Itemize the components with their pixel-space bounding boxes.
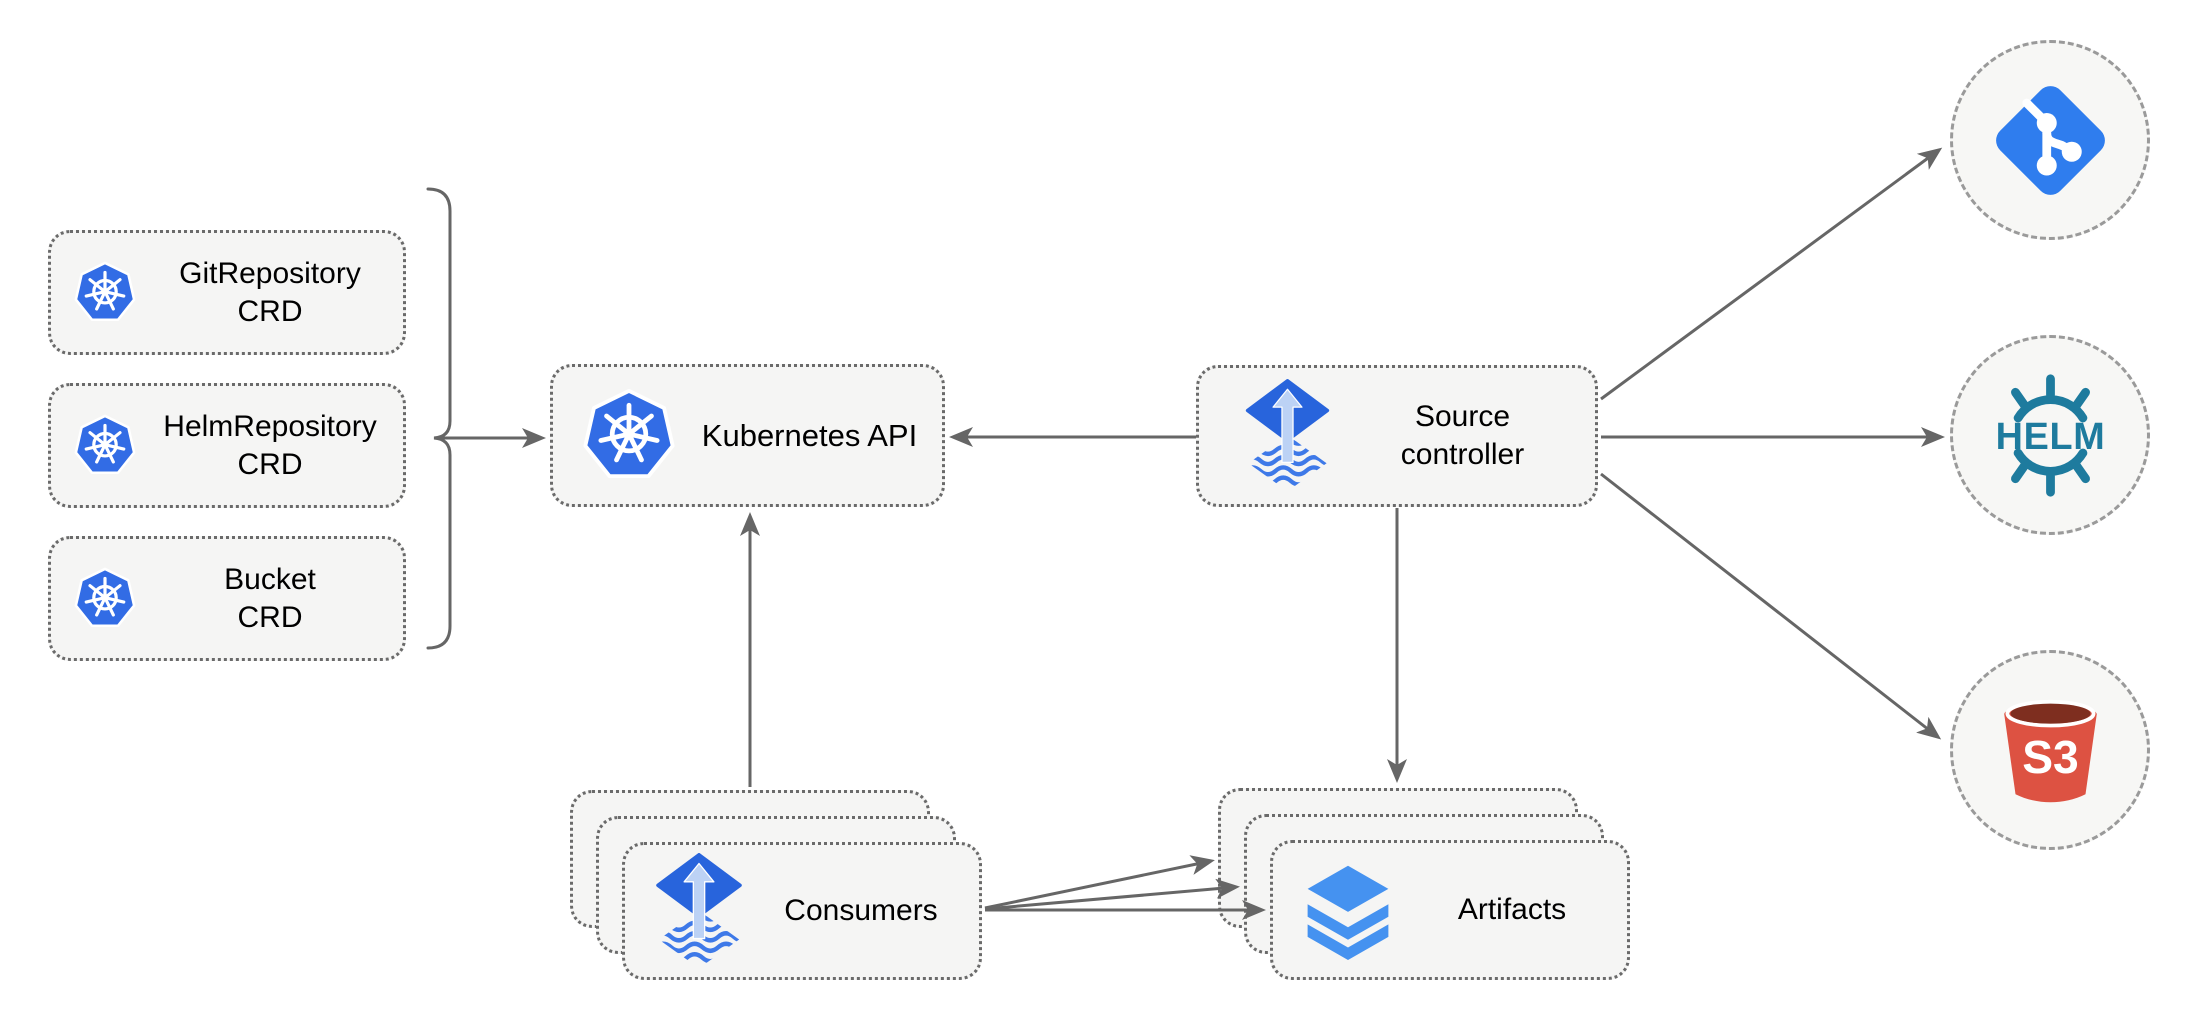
crd-group-bracket <box>426 187 452 650</box>
flux-icon <box>656 852 742 963</box>
kubernetes-icon <box>74 261 136 321</box>
s3-bucket-icon: S3 <box>2003 699 2097 802</box>
node-source-controller: Source controller <box>1196 365 1598 507</box>
node-helm-repository-crd: HelmRepository CRD <box>48 383 406 508</box>
edge-consumers-to-artifacts-1 <box>984 855 1215 910</box>
helm-wordmark: HELM <box>1995 416 2105 458</box>
node-label: Source controller <box>1400 400 1525 471</box>
node-label: Kubernetes API <box>701 417 918 453</box>
endpoint-git <box>1950 40 2150 240</box>
node-label: GitRepository CRD <box>179 256 361 328</box>
kubernetes-icon <box>583 388 675 478</box>
node-bucket-crd: Bucket CRD <box>48 536 406 661</box>
flux-icon <box>1245 379 1330 487</box>
edge-source-to-s3 <box>1600 472 1942 740</box>
kubernetes-icon <box>74 414 136 474</box>
node-label: HelmRepository CRD <box>163 409 377 481</box>
edge-consumers-to-artifacts-2 <box>984 878 1240 911</box>
node-label: Bucket CRD <box>224 562 316 634</box>
node-artifacts: Artifacts <box>1270 840 1630 980</box>
endpoint-helm: HELM <box>1950 335 2150 535</box>
node-consumers: Consumers <box>622 842 982 980</box>
helm-icon: HELM <box>1995 373 2105 497</box>
kubernetes-icon <box>74 567 136 627</box>
edge-source-to-git <box>1600 147 1943 401</box>
endpoint-s3: S3 <box>1950 650 2150 850</box>
layers-icon <box>1307 865 1389 960</box>
node-label: Artifacts <box>1457 893 1567 926</box>
node-label: Consumers <box>784 894 938 927</box>
git-icon <box>1995 85 2105 195</box>
s3-wordmark: S3 <box>2022 731 2079 783</box>
node-git-repository-crd: GitRepository CRD <box>48 230 406 355</box>
node-kubernetes-api: Kubernetes API <box>550 364 945 507</box>
